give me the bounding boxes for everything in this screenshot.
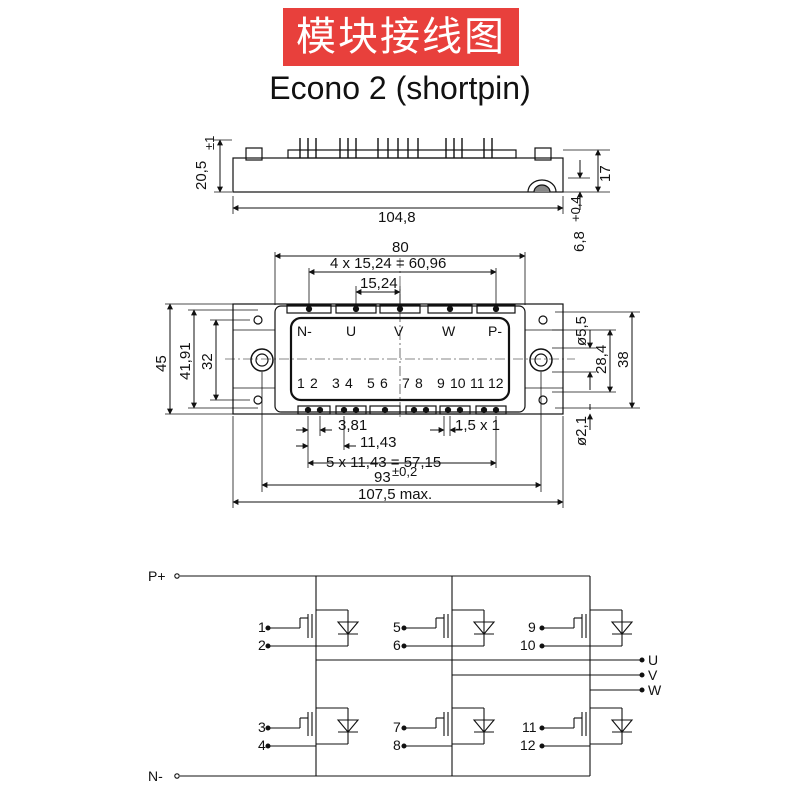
dim-32: 32	[199, 353, 216, 370]
dim-284: 28,4	[593, 345, 610, 374]
gate-label: 11	[522, 719, 537, 735]
screw-dome	[527, 179, 557, 193]
dim-80: 80	[392, 239, 409, 256]
dim-pin-section: 1,5 x 1	[455, 417, 500, 434]
side-length-label: 104,8	[378, 209, 416, 226]
dim-dia55: ø5,5	[573, 316, 590, 346]
gate-label: 12	[520, 737, 536, 753]
pin-num: 1	[297, 375, 305, 391]
dim-pitch-total: 4 x 15,24 = 60,96	[330, 255, 446, 272]
dim-1143: 11,43	[360, 434, 396, 451]
mount-hole-right	[529, 348, 553, 372]
pin-num: 5	[367, 375, 375, 391]
module-body-side	[232, 157, 564, 193]
terminal-u: U	[346, 323, 356, 339]
terminal-w: W	[442, 323, 456, 339]
terminal-v: V	[394, 323, 404, 339]
side-right-offset-tol: +0,4	[568, 196, 583, 222]
rail-p-label: P+	[148, 568, 166, 584]
output-v-label: V	[648, 667, 658, 683]
side-right-height: 17	[597, 165, 614, 182]
dim-38: 38	[615, 351, 632, 368]
dim-4191: 41,91	[177, 342, 194, 380]
dim-93-tol: ±0,2	[392, 464, 417, 479]
title-banner: 模块接线图	[283, 8, 519, 66]
pin-num: 9	[437, 375, 445, 391]
dim-93: 93	[374, 469, 391, 486]
side-pins	[299, 138, 493, 158]
pin-num: 7	[402, 375, 410, 391]
gate-label: 8	[393, 737, 401, 753]
top-view	[165, 252, 640, 508]
side-right-offset: 6,8	[571, 231, 588, 252]
leg-3	[539, 576, 634, 776]
mount-hole-left	[250, 348, 274, 372]
dim-pitch: 15,24	[360, 275, 398, 292]
pin-num: 12	[488, 375, 504, 391]
gate-label: 3	[258, 719, 266, 735]
gate-label: 7	[393, 719, 401, 735]
gate-label: 10	[520, 637, 536, 653]
subtitle: Econo 2 (shortpin)	[269, 70, 531, 106]
gate-label: 2	[258, 637, 266, 653]
gate-label: 4	[258, 737, 266, 753]
side-height-tol: ±1	[202, 136, 217, 150]
dim-1075: 107,5 max.	[358, 486, 432, 503]
pin-num: 3	[332, 375, 340, 391]
pin-num: 10	[450, 375, 466, 391]
terminal-p: P-	[488, 323, 502, 339]
pin-num: 6	[380, 375, 388, 391]
pin-num: 8	[415, 375, 423, 391]
dim-381: 3,81	[338, 417, 367, 434]
mount-post-left	[245, 147, 263, 161]
output-w-label: W	[648, 682, 662, 698]
side-view	[214, 138, 610, 214]
gate-label: 1	[258, 619, 266, 635]
pin-num: 11	[470, 375, 485, 391]
rail-n-label: N-	[148, 768, 163, 784]
dim-pin-total: 5 x 11,43 = 57,15	[326, 454, 441, 471]
leg-2	[401, 576, 496, 776]
schematic	[174, 573, 645, 779]
mount-post-right	[534, 147, 552, 161]
pin-number-row: 1 2 3 4 5 6 7 8 9 10 11 12	[297, 375, 504, 391]
side-height-label: 20,5	[193, 161, 210, 190]
pin-header-strip	[287, 149, 517, 159]
pin-num: 2	[310, 375, 318, 391]
dim-45: 45	[153, 355, 170, 372]
terminal-n: N-	[297, 323, 312, 339]
gate-label: 9	[528, 619, 536, 635]
pin-num: 4	[345, 375, 353, 391]
leg-1	[265, 576, 360, 776]
dim-dia21: ø2,1	[573, 416, 590, 446]
output-u-label: U	[648, 652, 658, 668]
gate-label: 5	[393, 619, 401, 635]
gate-label: 6	[393, 637, 401, 653]
